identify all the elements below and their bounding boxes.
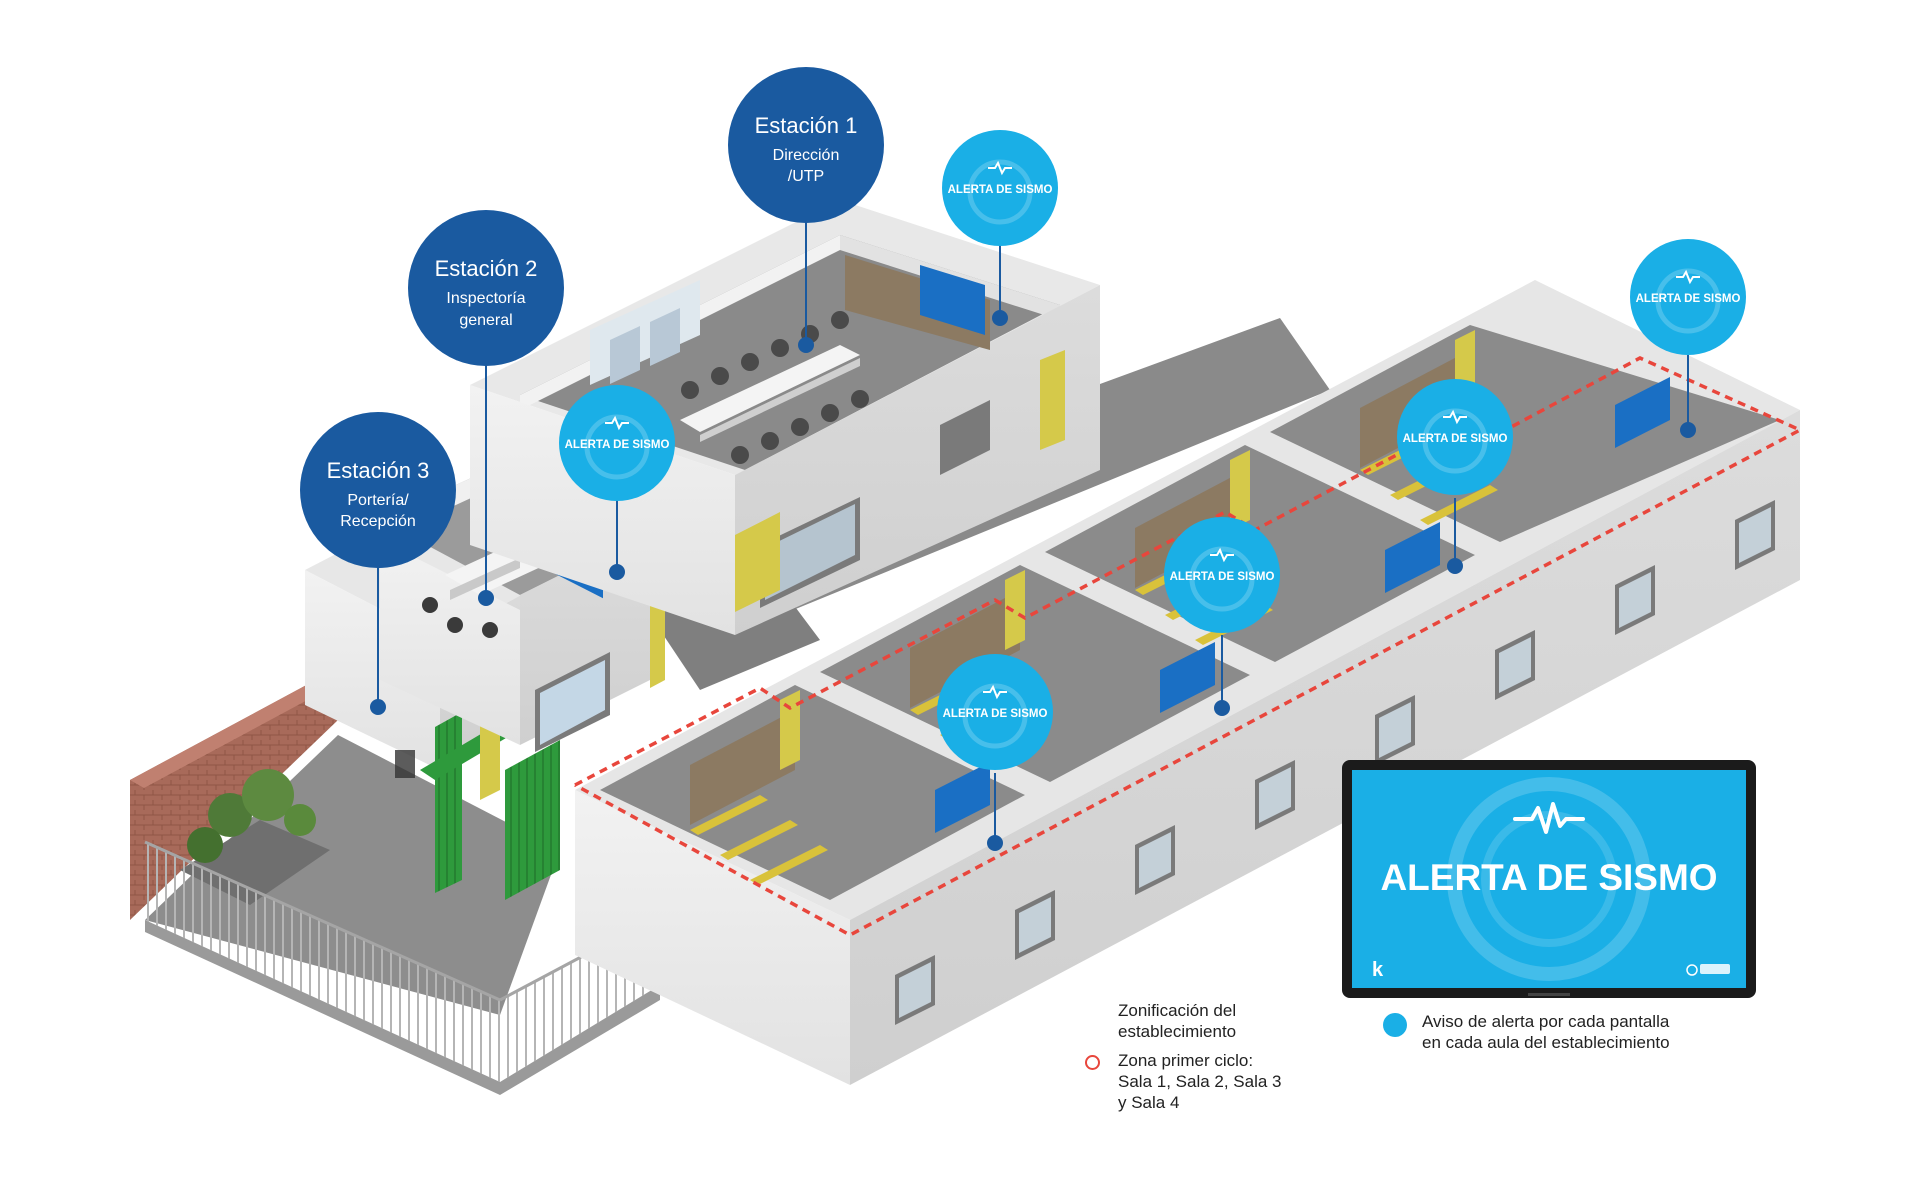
- monitor-alert-label: ALERTA DE SISMO: [1380, 857, 1717, 898]
- station-2-title: Estación 2: [435, 256, 538, 281]
- alert-badge-6: ALERTA DE SISMO: [937, 654, 1053, 770]
- station-3-title: Estación 3: [327, 458, 430, 483]
- classroom-1-floor: [600, 685, 1025, 900]
- legend-zone-label: Zona primer ciclo: Sala 1, Sala 2, Sala …: [1118, 1051, 1282, 1112]
- monitor-k-logo: k: [1372, 959, 1384, 981]
- alert-monitor: ALERTA DE SISMO k: [1342, 760, 1756, 998]
- alert-badge-4: ALERTA DE SISMO: [1397, 379, 1513, 495]
- alert-badge-label: ALERTA DE SISMO: [943, 708, 1048, 720]
- green-gate: [435, 712, 462, 893]
- legend-zone-marker: [1085, 1055, 1100, 1070]
- station-1-title: Estación 1: [755, 113, 858, 138]
- seismic-wave-icon: [1676, 269, 1700, 285]
- seismic-wave-icon: [1443, 409, 1467, 425]
- alert-badge-label: ALERTA DE SISMO: [1170, 571, 1275, 583]
- station-2-line-1: Inspectoría: [446, 290, 525, 307]
- courtyard-fence: [145, 842, 500, 1082]
- legend-alert-marker: [1383, 1013, 1407, 1037]
- seismic-wave-icon: [1210, 547, 1234, 563]
- alert-badge-5: ALERTA DE SISMO: [1164, 517, 1280, 633]
- station-1-badge: Estación 1 Dirección /UTP: [728, 67, 884, 223]
- alert-badge-3: ALERTA DE SISMO: [559, 385, 675, 501]
- classroom-4-floor: [1270, 325, 1780, 542]
- station-3-line-1: Portería/: [347, 492, 409, 509]
- alert-badge-2: ALERTA DE SISMO: [1630, 239, 1746, 355]
- alert-badges: ALERTA DE SISMO ALERTA DE SISMO ALERTA DE …: [559, 130, 1746, 770]
- alert-badge-label: ALERTA DE SISMO: [948, 184, 1053, 196]
- legend-alert-label: Aviso de alerta por cada pantalla en cad…: [1422, 1012, 1670, 1052]
- seismic-wave-icon: [983, 684, 1007, 700]
- station-2-badge: Estación 2 Inspectoría general: [408, 210, 564, 366]
- station-leaders: [370, 220, 814, 715]
- alert-leaders: [609, 235, 1696, 851]
- legend-zoning-title: Zonificación del establecimiento: [1118, 1001, 1237, 1041]
- alert-badge-1: ALERTA DE SISMO: [942, 130, 1058, 246]
- station-3-line-2: Recepción: [340, 513, 416, 530]
- station-1-line-1: Dirección: [773, 147, 840, 164]
- seismic-wave-icon: [605, 415, 629, 431]
- station-1-line-2: /UTP: [788, 168, 824, 185]
- station-3-badge: Estación 3 Portería/ Recepción: [300, 412, 456, 568]
- alert-badge-label: ALERTA DE SISMO: [1403, 433, 1508, 445]
- alert-badge-label: ALERTA DE SISMO: [1636, 293, 1741, 305]
- seismic-wave-icon: [1513, 802, 1585, 834]
- seismic-wave-icon: [988, 160, 1012, 176]
- station-2-line-2: general: [459, 312, 512, 329]
- alert-badge-label: ALERTA DE SISMO: [565, 439, 670, 451]
